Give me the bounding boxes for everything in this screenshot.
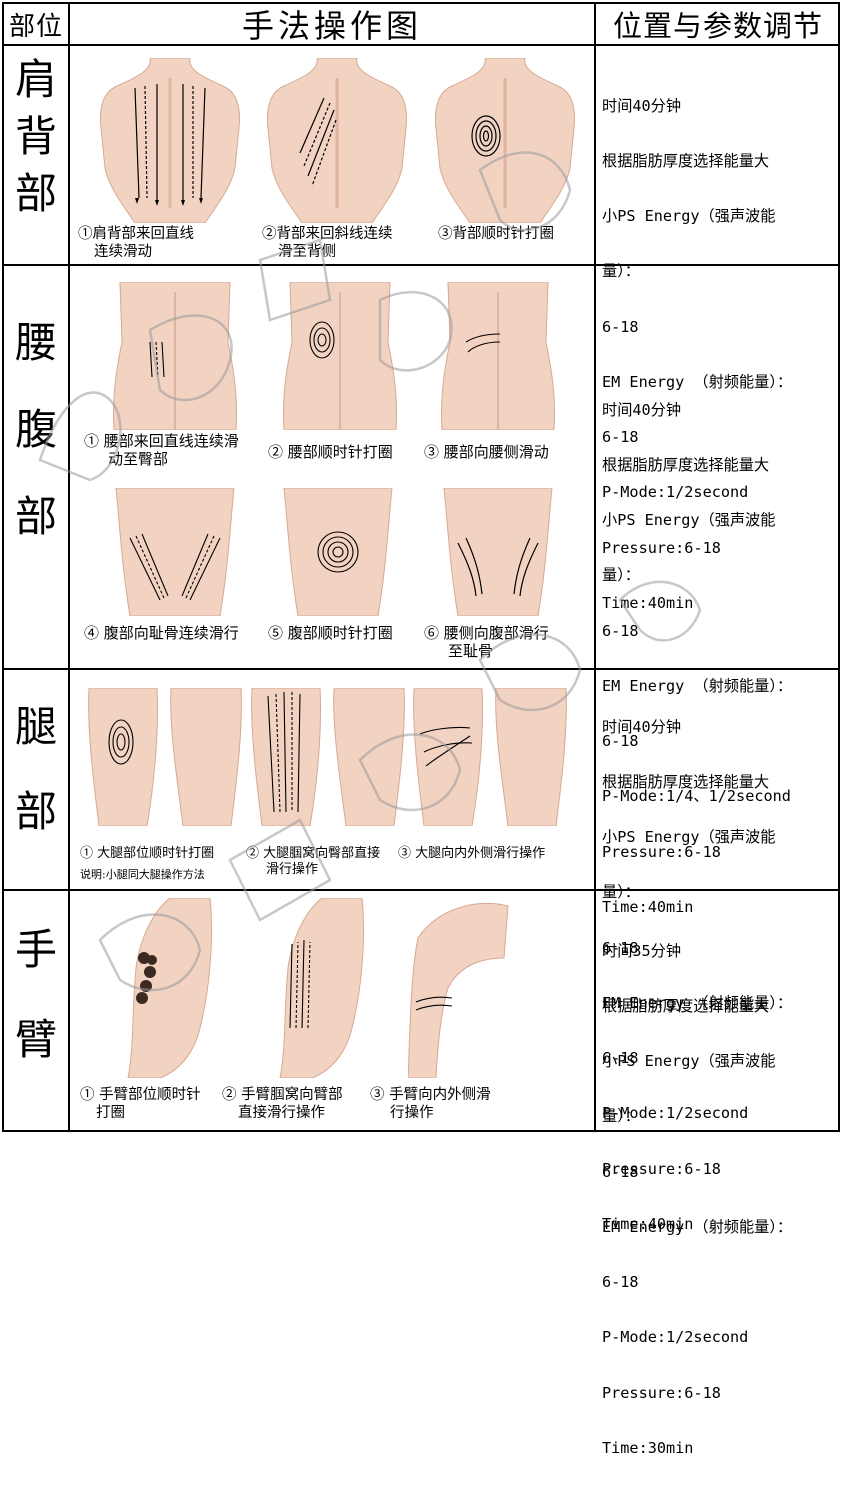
column-divider-2 <box>594 2 596 1132</box>
part-label-arms: 手 臂 <box>4 905 68 1085</box>
thigh-side-figure <box>413 688 567 826</box>
caption-arm-1: ① 手臂部位顺时针 打圈 <box>80 1087 201 1121</box>
part-char: 腿 <box>14 701 57 751</box>
table-border <box>2 2 840 1132</box>
caption-arm-3: ③ 手臂向内外侧滑 行操作 <box>370 1087 491 1121</box>
caption-abdomen-4: ④ 腹部向耻骨连续滑行 <box>84 624 239 642</box>
abdomen-circle-figure <box>283 488 393 616</box>
part-char: 部 <box>14 786 57 836</box>
header-method: 手法操作图 <box>241 7 422 45</box>
arm-straight-lines-figure <box>279 898 365 1078</box>
part-label-waist-abdomen: 腰 腹 部 <box>4 300 68 560</box>
part-char: 臂 <box>14 1015 57 1064</box>
header-params: 位置与参数调节 <box>612 9 823 43</box>
thigh-circle-figure <box>88 688 242 826</box>
part-char: 背 <box>14 111 57 161</box>
part-char: 腹 <box>14 404 57 454</box>
waist-straight-lines-figure <box>112 282 238 430</box>
caption-leg-1: ① 大腿部位顺时针打圈 <box>80 846 215 861</box>
part-label-shoulder-back: 肩 背 部 <box>4 52 68 222</box>
back-straight-lines-figure <box>100 58 240 223</box>
leg-note: 说明:小腿同大腿操作方法 <box>80 868 205 881</box>
column-divider-1 <box>68 2 70 1132</box>
part-char: 部 <box>14 168 57 218</box>
thigh-straight-lines-figure <box>251 688 405 826</box>
instruction-sheet: 部位 手法操作图 位置与参数调节 肩 背 部 ①肩背部来回直线 连续滑动 ②背部… <box>2 2 840 1457</box>
part-char: 手 <box>14 925 57 974</box>
arm-circle-figure <box>127 898 213 1078</box>
caption-leg-2: ② 大腿腘窝向臀部直接 滑行操作 <box>246 846 381 877</box>
caption-waist-2: ② 腰部顺时针打圈 <box>268 443 393 461</box>
caption-back-1: ①肩背部来回直线 连续滑动 <box>78 226 194 260</box>
part-char: 部 <box>14 491 57 541</box>
caption-back-3: ③背部顺时针打圈 <box>438 226 554 242</box>
waist-to-abdomen-figure <box>443 488 553 616</box>
back-diagonal-lines-figure <box>267 58 407 223</box>
part-char: 腰 <box>14 318 57 368</box>
arm-side-figure <box>408 902 509 1078</box>
params-shoulder-back: 时间40分钟 根据脂肪厚度选择能量大 小PS Energy（强声波能 量）： 6… <box>602 96 793 612</box>
caption-abdomen-5: ⑤ 腹部顺时针打圈 <box>268 624 393 642</box>
header-part: 部位 <box>8 11 63 42</box>
abdomen-to-pubis-figure <box>115 488 235 616</box>
caption-waist-1: ① 腰部来回直线连续滑 动至臀部 <box>84 432 239 468</box>
caption-waist-3: ③ 腰部向腰侧滑动 <box>424 443 549 461</box>
caption-leg-3: ③ 大腿向内外侧滑行操作 <box>398 846 546 861</box>
part-char: 肩 <box>14 55 57 105</box>
row-divider-3 <box>2 889 840 891</box>
caption-abdomen-6: ⑥ 腰侧向腹部滑行 至耻骨 <box>424 624 549 660</box>
row-divider-2 <box>2 668 840 670</box>
header-divider <box>2 44 840 46</box>
caption-back-2: ②背部来回斜线连续 滑至背侧 <box>262 226 393 260</box>
waist-side-figure <box>440 282 556 430</box>
part-label-legs: 腿 部 <box>4 684 68 854</box>
params-arms: 时间35分钟 根据脂肪厚度选择能量大 小PS Energy（强声波能 量）： 6… <box>602 941 793 1457</box>
row-divider-1 <box>2 264 840 266</box>
caption-arm-2: ② 手臂腘窝向臂部 直接滑行操作 <box>222 1087 343 1121</box>
params-waist-abdomen: 时间40分钟 根据脂肪厚度选择能量大 小PS Energy（强声波能 量）： 6… <box>602 400 793 916</box>
waist-circle-figure <box>282 282 398 430</box>
back-circle-figure <box>435 58 575 223</box>
